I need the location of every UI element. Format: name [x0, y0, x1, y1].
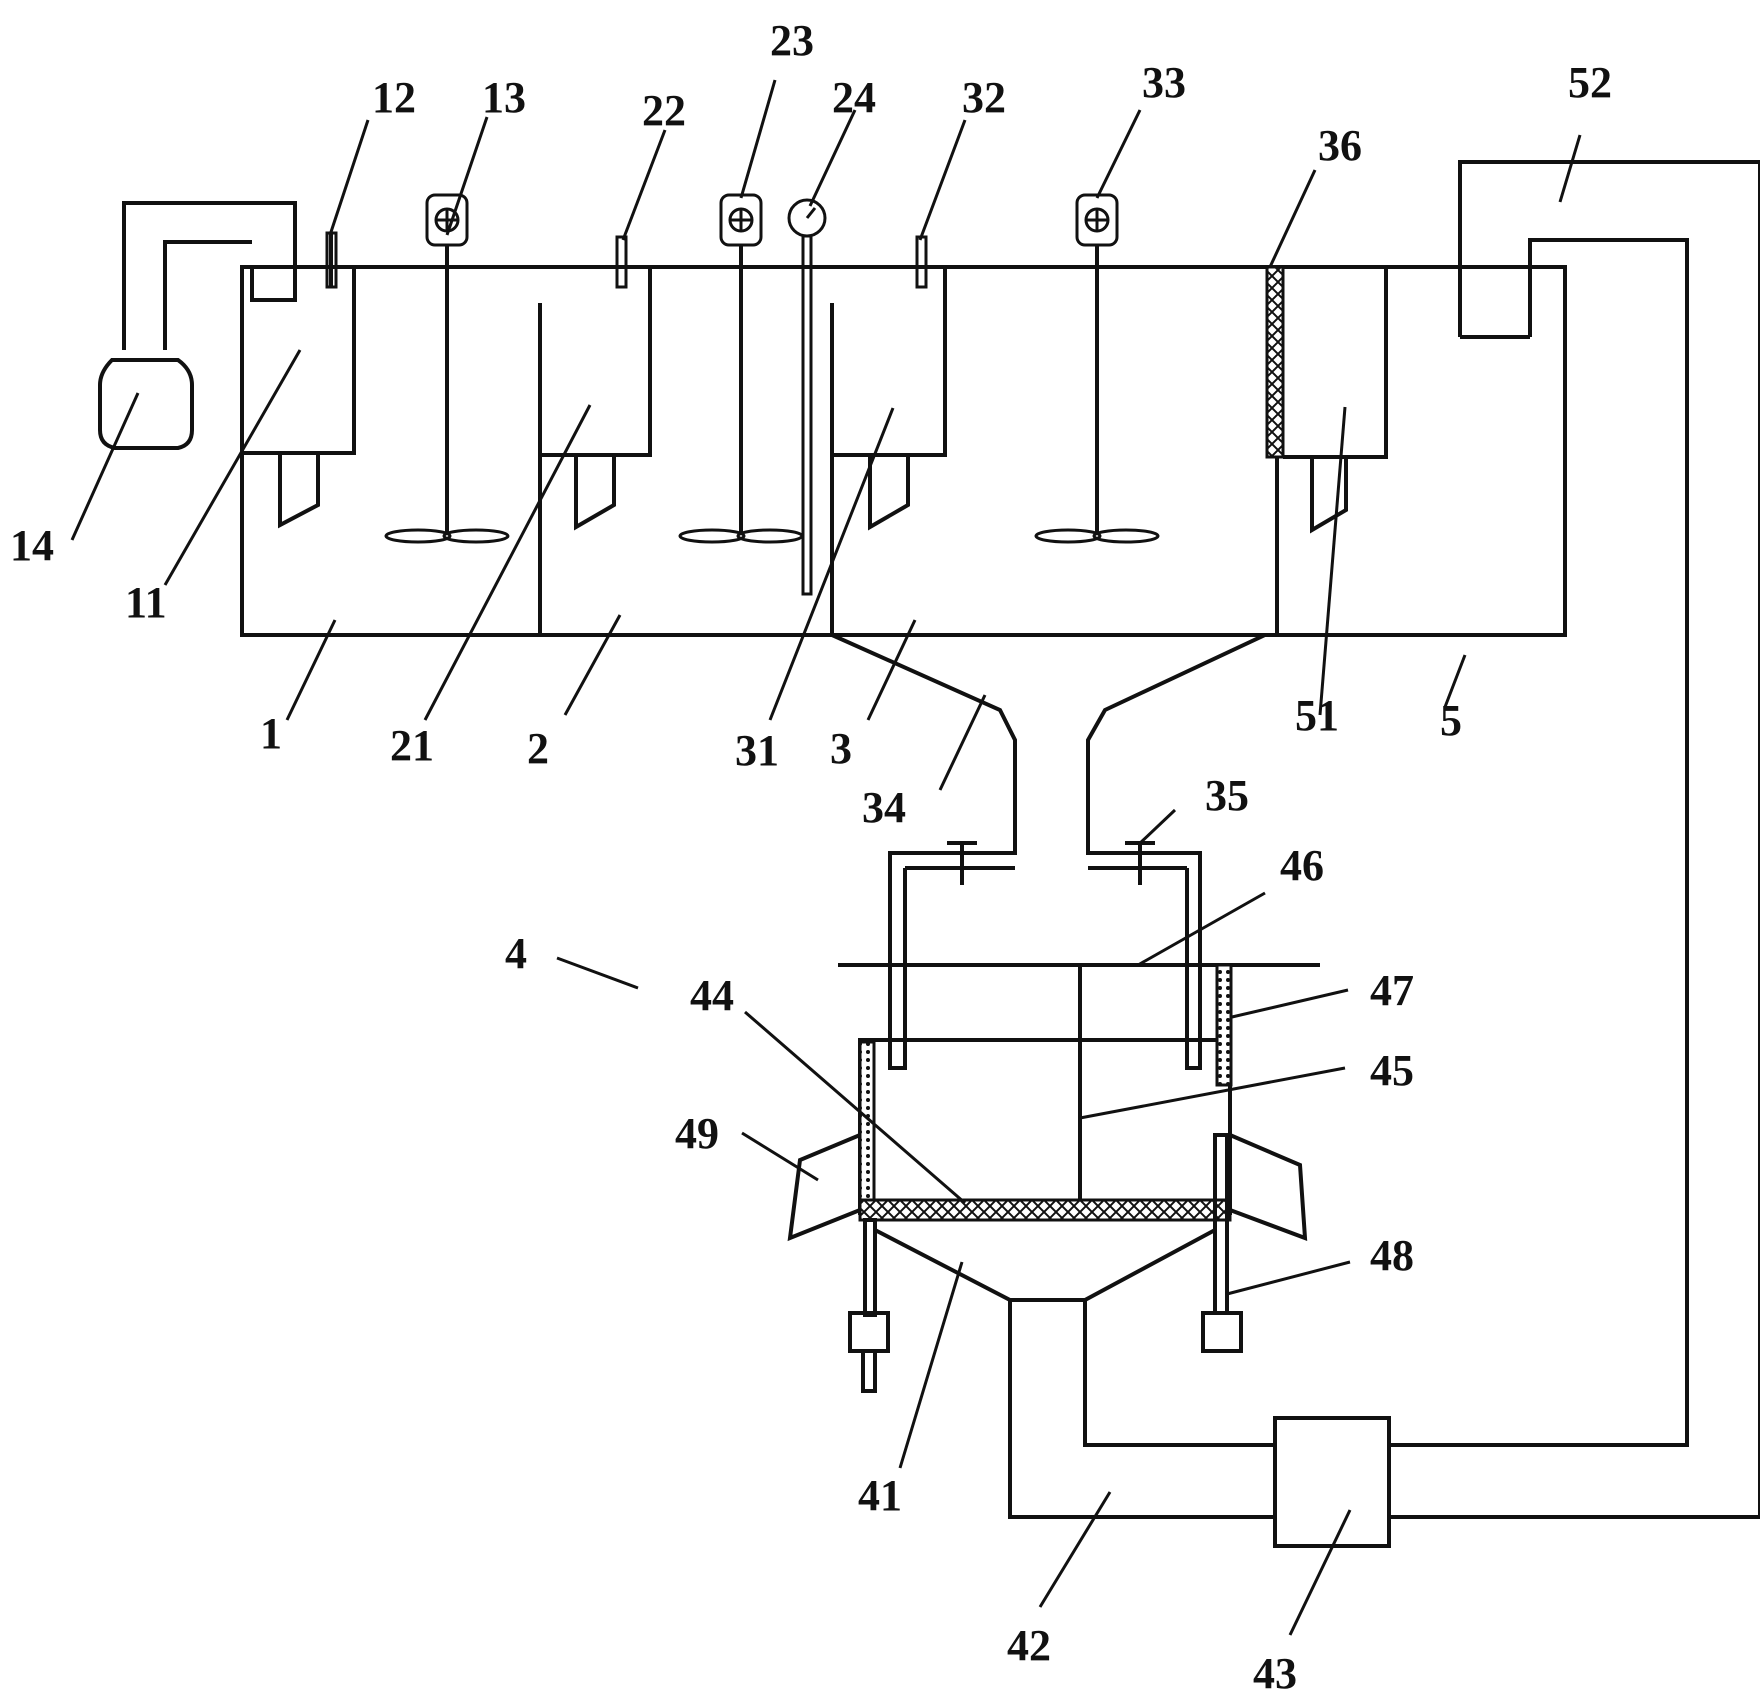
chute-51 [1310, 457, 1348, 534]
wing-49-right [1229, 1133, 1308, 1241]
label-1: 1 [260, 709, 282, 758]
leg-left [848, 1218, 890, 1393]
probe-32 [915, 235, 928, 289]
cone-41 [874, 1228, 1216, 1302]
filter-screen-36 [1265, 265, 1285, 459]
label-4: 4 [505, 929, 527, 978]
outlet-pipe-42 [1008, 1300, 1275, 1519]
hopper-34-right [1086, 633, 1266, 1070]
label-49: 49 [675, 1109, 719, 1158]
valve-35-left [947, 841, 977, 885]
housing-top [858, 1038, 1232, 1215]
label-48: 48 [1370, 1231, 1414, 1280]
main-tank-outline [240, 265, 1567, 637]
stirrer-23 [678, 193, 804, 544]
label-44: 44 [690, 971, 734, 1020]
outlet-pipe-42-inner [1083, 1300, 1275, 1447]
feed-pipe-inner [163, 240, 252, 350]
label-2: 2 [527, 724, 549, 773]
filter-44 [858, 1198, 1232, 1222]
label-12: 12 [372, 73, 416, 122]
wall-47 [1215, 963, 1233, 1087]
label-31: 31 [735, 726, 779, 775]
chute-11 [278, 453, 320, 529]
labels: 14 11 12 13 22 23 24 32 33 36 52 1 21 2 … [10, 16, 1612, 1693]
label-46: 46 [1280, 841, 1324, 890]
box-11 [240, 265, 356, 455]
label-23: 23 [770, 16, 814, 65]
label-14: 14 [10, 521, 54, 570]
leader-lines [70, 79, 1582, 1636]
label-34: 34 [862, 783, 906, 832]
label-33: 33 [1142, 58, 1186, 107]
pump-43 [1273, 1416, 1391, 1548]
return-pipe-inner [1389, 238, 1689, 1447]
chute-21 [574, 455, 616, 531]
stirrer-33 [1034, 193, 1160, 544]
label-11: 11 [125, 578, 167, 627]
label-32: 32 [962, 73, 1006, 122]
box-51 [1283, 267, 1388, 459]
label-52: 52 [1568, 58, 1612, 107]
label-42: 42 [1007, 1621, 1051, 1670]
label-47: 47 [1370, 966, 1414, 1015]
label-13: 13 [482, 73, 526, 122]
leg-48 [1201, 1133, 1243, 1353]
label-43: 43 [1253, 1649, 1297, 1693]
pump-14 [98, 358, 194, 450]
valve-35-right [1125, 841, 1155, 885]
box-21 [540, 267, 652, 457]
gauge-24 [787, 198, 827, 596]
label-3: 3 [830, 724, 852, 773]
label-22: 22 [642, 86, 686, 135]
label-35: 35 [1205, 771, 1249, 820]
feed-pipe [122, 201, 297, 350]
label-36: 36 [1318, 121, 1362, 170]
stirrer-13 [384, 193, 510, 544]
return-pipe-outer [1389, 160, 1760, 1519]
chute-31 [868, 455, 910, 531]
label-51: 51 [1295, 691, 1339, 740]
probe-22 [615, 235, 628, 289]
label-45: 45 [1370, 1046, 1414, 1095]
hopper-34-left [831, 633, 1017, 1070]
label-21: 21 [390, 721, 434, 770]
label-5: 5 [1440, 696, 1462, 745]
wall-left-dotted [858, 1040, 876, 1214]
wing-49-left [787, 1133, 861, 1242]
label-24: 24 [832, 73, 876, 122]
box-31 [832, 267, 947, 457]
label-41: 41 [858, 1471, 902, 1520]
